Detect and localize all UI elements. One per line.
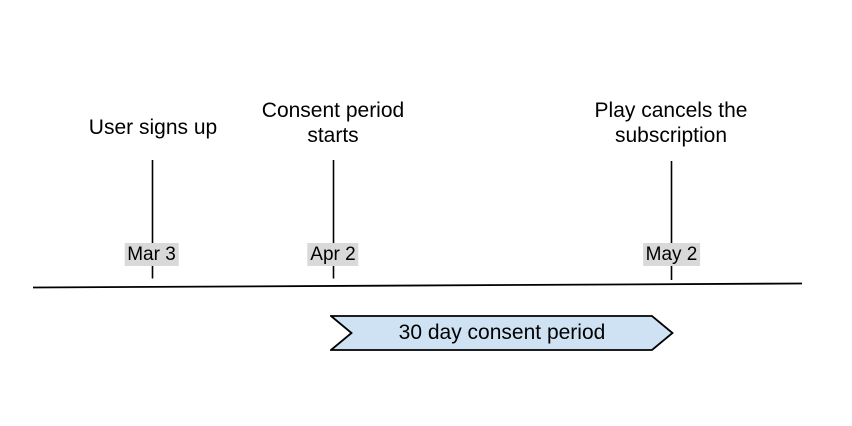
event-label-user-signs-up: User signs up bbox=[88, 116, 218, 139]
date-badge-may-2: May 2 bbox=[642, 243, 701, 266]
banner-chevron-icon bbox=[330, 315, 674, 351]
banner-label: 30 day consent period bbox=[398, 321, 606, 344]
date-badge-mar-3: Mar 3 bbox=[124, 243, 179, 266]
date-badge-apr-2: Apr 2 bbox=[307, 243, 359, 266]
event-label-consent-period-starts: Consent period starts bbox=[261, 99, 405, 147]
consent-period-banner: 30 day consent period bbox=[330, 315, 674, 351]
event-label-play-cancels-subscription: Play cancels the subscription bbox=[594, 99, 748, 147]
banner-chevron-shape bbox=[330, 315, 674, 351]
timeline-axis-line bbox=[32, 282, 803, 289]
